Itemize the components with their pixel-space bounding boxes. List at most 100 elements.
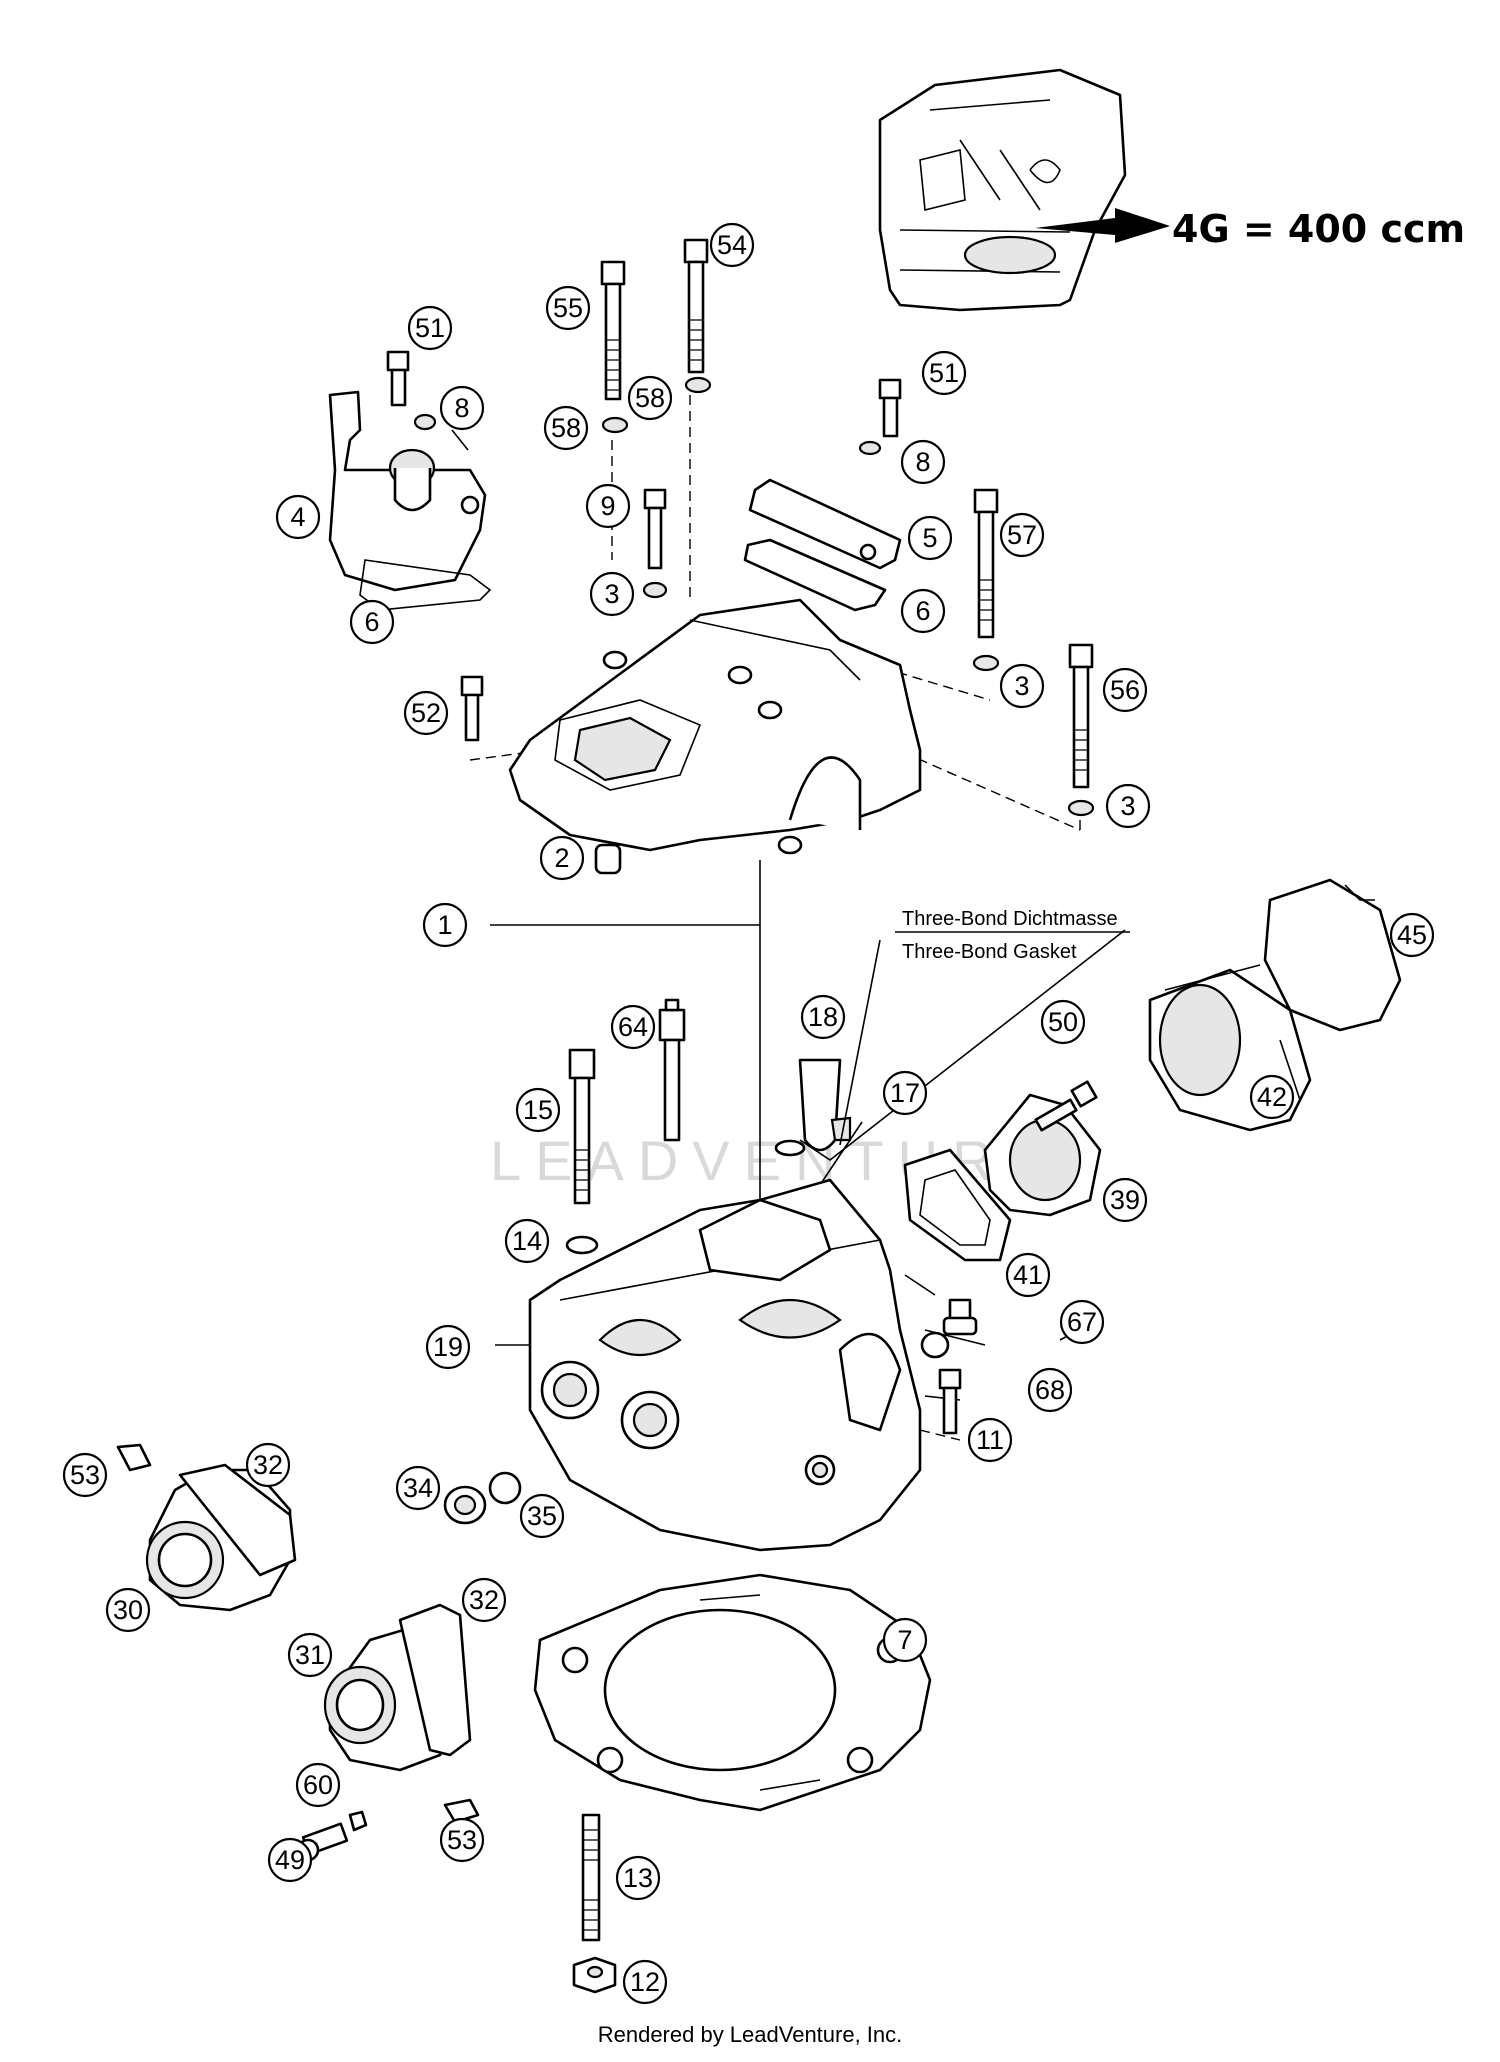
callout-6-a: 6	[349, 599, 395, 645]
svg-text:50: 50	[1048, 1007, 1078, 1037]
callout-54: 54	[709, 222, 755, 268]
callout-9: 9	[585, 483, 631, 529]
callout-3-c: 3	[1105, 783, 1151, 829]
callout-2: 2	[539, 835, 585, 881]
svg-text:6: 6	[915, 596, 930, 626]
callout-4: 4	[275, 494, 321, 540]
svg-text:34: 34	[403, 1473, 433, 1503]
svg-text:32: 32	[469, 1585, 499, 1615]
bolt-51-left	[386, 350, 410, 407]
svg-text:8: 8	[915, 447, 930, 477]
intake-flange-39	[983, 1093, 1102, 1217]
callout-42: 42	[1249, 1074, 1295, 1120]
svg-text:32: 32	[253, 1450, 283, 1480]
svg-text:57: 57	[1007, 520, 1037, 550]
inset-engine-image	[878, 68, 1127, 312]
callout-53-a: 53	[62, 1452, 108, 1498]
svg-text:15: 15	[523, 1095, 553, 1125]
bolt-15	[568, 1048, 596, 1205]
callout-32-a: 32	[245, 1442, 291, 1488]
callout-58-b: 58	[627, 375, 673, 421]
svg-text:8: 8	[454, 393, 469, 423]
inset-label: 4G = 400 ccm	[1172, 207, 1465, 251]
svg-text:14: 14	[512, 1226, 542, 1256]
callout-50: 50	[1040, 999, 1086, 1045]
svg-text:6: 6	[364, 607, 379, 637]
svg-text:11: 11	[976, 1425, 1004, 1455]
callout-12: 12	[622, 1959, 668, 2005]
callout-1: 1	[422, 902, 468, 948]
head-gasket-7	[533, 1573, 932, 1812]
bolt-50	[1034, 1080, 1098, 1132]
washer-8-left	[413, 413, 437, 431]
callout-13: 13	[615, 1855, 661, 1901]
callout-51-b: 51	[921, 350, 967, 396]
bolt-55	[600, 260, 626, 401]
svg-text:4: 4	[290, 502, 305, 532]
callout-60: 60	[295, 1762, 341, 1808]
callout-11: 11	[967, 1417, 1013, 1463]
svg-text:52: 52	[411, 698, 441, 728]
washer-3-c	[1067, 799, 1095, 817]
svg-text:1: 1	[437, 910, 452, 940]
callout-3-b: 3	[999, 663, 1045, 709]
callout-8-b: 8	[900, 439, 946, 485]
callout-30: 30	[105, 1587, 151, 1633]
callout-15: 15	[515, 1087, 561, 1133]
clip-60	[348, 1810, 368, 1832]
gasket-41	[903, 1148, 1012, 1262]
callout-64: 64	[610, 1004, 656, 1050]
svg-text:13: 13	[623, 1863, 653, 1893]
note-three-bond-dichtmasse: Three-Bond Dichtmasse	[902, 908, 1118, 930]
gasket-32-top	[178, 1463, 297, 1577]
svg-text:60: 60	[303, 1770, 333, 1800]
gasket-6-right	[743, 538, 887, 612]
washer-8-right	[858, 440, 882, 456]
cover-plate-5	[748, 478, 902, 570]
washer-14	[565, 1235, 599, 1255]
callout-19: 19	[425, 1324, 471, 1370]
bolt-57	[973, 488, 999, 639]
gasket-53-top	[116, 1443, 152, 1472]
svg-text:64: 64	[618, 1012, 648, 1042]
washer-3-b	[972, 654, 1000, 672]
svg-text:3: 3	[1014, 671, 1029, 701]
callout-41: 41	[1005, 1252, 1051, 1298]
bolt-9	[643, 488, 667, 570]
callout-67: 67	[1059, 1299, 1105, 1345]
svg-text:7: 7	[897, 1625, 912, 1655]
washer-3-a	[642, 581, 668, 599]
washers-58	[601, 376, 712, 434]
svg-text:51: 51	[929, 358, 959, 388]
callout-56: 56	[1102, 667, 1148, 713]
dowel-2	[594, 843, 622, 875]
svg-text:53: 53	[447, 1825, 477, 1855]
callout-52: 52	[403, 690, 449, 736]
camshaft-carrier-upper	[508, 598, 922, 855]
callout-58-a: 58	[543, 405, 589, 451]
svg-text:18: 18	[808, 1002, 838, 1032]
note-three-bond-gasket: Three-Bond Gasket	[902, 941, 1077, 963]
sensor-64	[658, 998, 686, 1142]
svg-text:31: 31	[295, 1640, 325, 1670]
gasket-53-bottom	[443, 1798, 480, 1824]
svg-text:30: 30	[113, 1595, 143, 1625]
callout-68: 68	[1027, 1367, 1073, 1413]
footer-credit: Rendered by LeadVenture, Inc.	[597, 2022, 903, 2047]
oring-17	[774, 1116, 852, 1157]
svg-text:19: 19	[433, 1332, 463, 1362]
svg-text:54: 54	[717, 230, 747, 260]
callout-35: 35	[519, 1493, 565, 1539]
callout-49: 49	[267, 1837, 313, 1883]
callout-51-a: 51	[407, 305, 453, 351]
svg-text:56: 56	[1110, 675, 1140, 705]
callout-39: 39	[1102, 1177, 1148, 1223]
bolt-54	[683, 238, 709, 374]
callout-34: 34	[395, 1465, 441, 1511]
svg-text:5: 5	[922, 523, 937, 553]
nut-12	[572, 1956, 617, 1994]
svg-text:42: 42	[1257, 1082, 1287, 1112]
callout-8-a: 8	[439, 385, 485, 431]
